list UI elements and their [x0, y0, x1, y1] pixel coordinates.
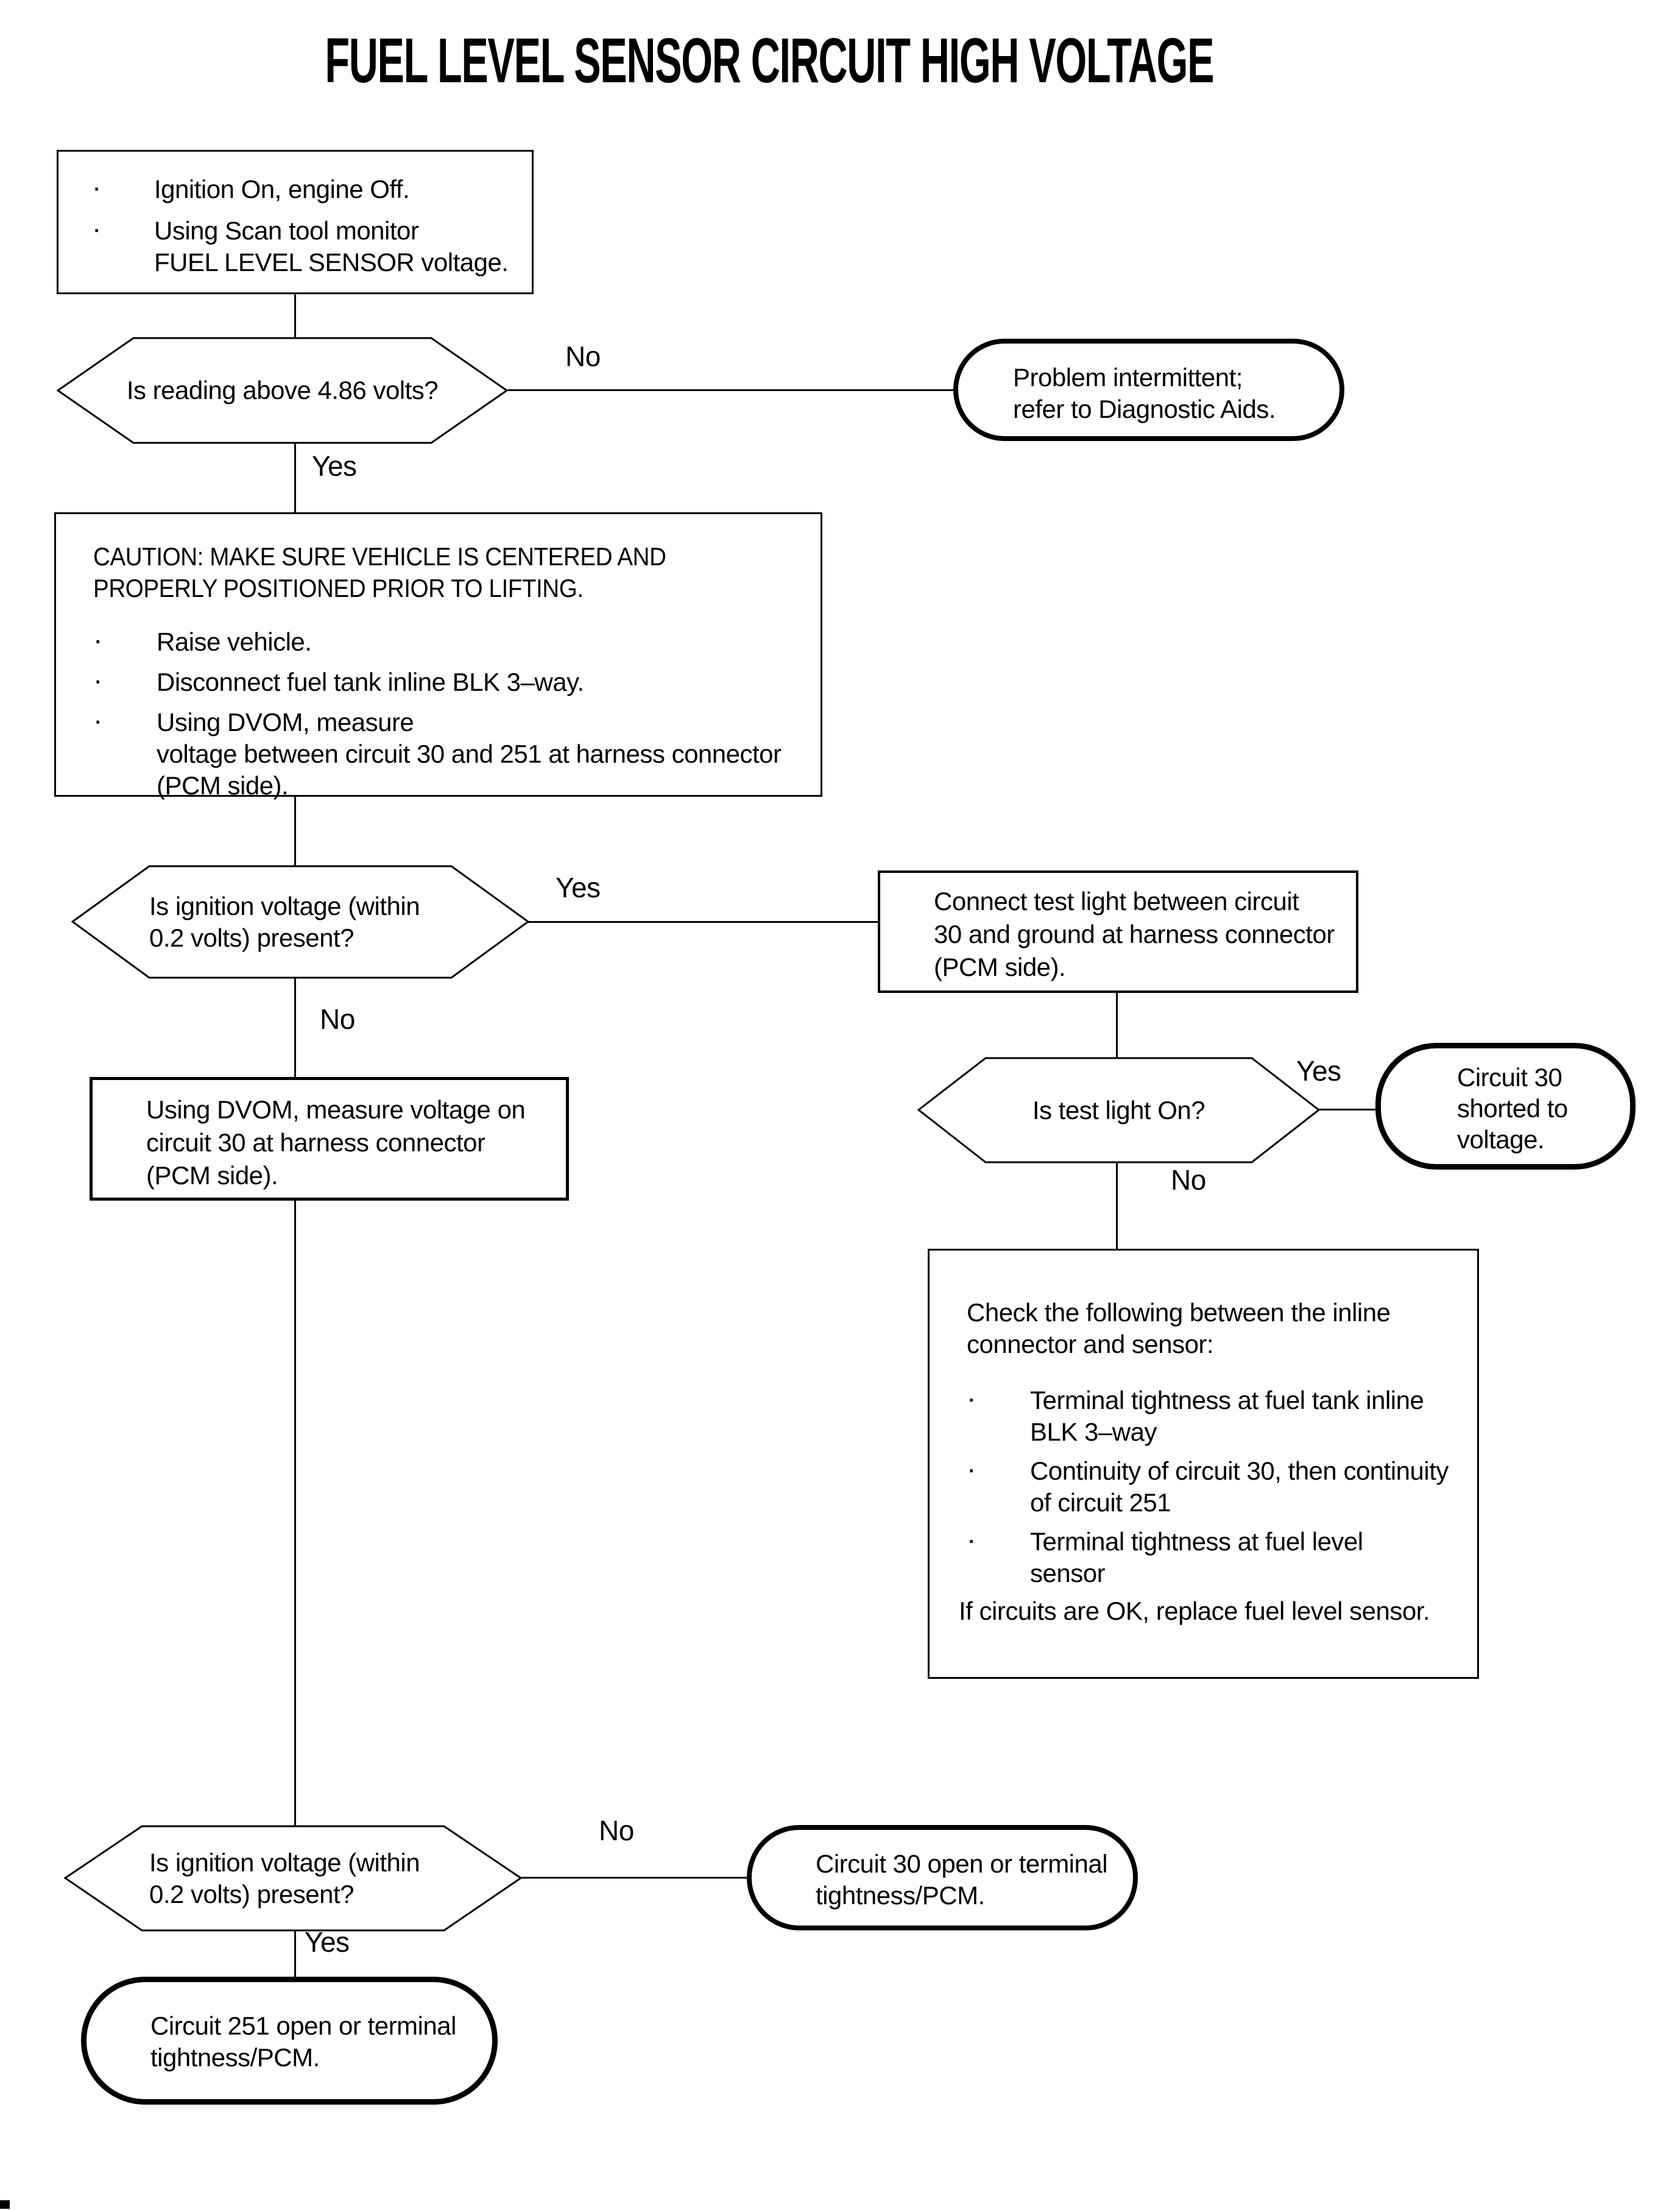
connector-line [294, 1930, 296, 1979]
decision-test-light-on: Is test light On? [917, 1057, 1320, 1163]
step-text: Terminal tightness at fuel level [1030, 1527, 1363, 1556]
list-item: · Terminal tightness at fuel level senso… [967, 1523, 1467, 1589]
edge-label-no: No [565, 341, 601, 372]
connector-line [508, 389, 953, 391]
hexagon-shape [917, 1057, 1320, 1163]
edge-label-yes: Yes [305, 1926, 350, 1958]
bullet-icon: · [92, 171, 101, 203]
connector-line [294, 1199, 296, 1827]
process-text: 30 and ground at harness connector [934, 920, 1335, 948]
bullet-icon: · [93, 624, 102, 655]
list-item: · Ignition On, engine Off. [92, 171, 520, 205]
step-text: (PCM side). [157, 771, 289, 800]
terminal-text: Circuit 251 open or terminal [150, 2011, 456, 2040]
hexagon-shape [57, 337, 508, 444]
caution-heading-line: PROPERLY POSITIONED PRIOR TO LIFTING. [93, 574, 584, 602]
page-title: FUEL LEVEL SENSOR CIRCUIT HIGH VOLTAGE [325, 26, 1215, 96]
hexagon-shape [64, 1825, 522, 1932]
list-item: · Using DVOM, measure voltage between ci… [93, 704, 808, 802]
page-title-wrap: FUEL LEVEL SENSOR CIRCUIT HIGH VOLTAGE [0, 29, 1539, 93]
process-connect-test-light: Connect test light between circuit 30 an… [878, 870, 1358, 993]
terminal-circuit30-shorted: Circuit 30 shorted to voltage. [1375, 1043, 1636, 1170]
decision-reading-above-486: Is reading above 4.86 volts? [57, 337, 508, 444]
connector-line [1318, 1109, 1377, 1110]
caution-heading: CAUTION: MAKE SURE VEHICLE IS CENTERED A… [93, 541, 808, 604]
terminal-text: shorted to [1457, 1094, 1568, 1123]
terminal-text: voltage. [1457, 1125, 1545, 1154]
list-item: · Disconnect fuel tank inline BLK 3–way. [93, 664, 808, 698]
list-item: · Using Scan tool monitor FUEL LEVEL SEN… [92, 213, 520, 278]
decision-text: Is ignition voltage (within 0.2 volts) p… [149, 891, 420, 952]
connector-line [1116, 1161, 1118, 1251]
bullet-icon: · [967, 1453, 976, 1485]
terminal-circuit251-open: Circuit 251 open or terminal tightness/P… [81, 1977, 498, 2105]
list-item: · Continuity of circuit 30, then continu… [967, 1453, 1467, 1519]
step-text: FUEL LEVEL SENSOR voltage. [154, 248, 509, 277]
caution-heading-line: CAUTION: MAKE SURE VEHICLE IS CENTERED A… [93, 542, 666, 571]
decision-text: Is ignition voltage (within 0.2 volts) p… [149, 1848, 420, 1908]
terminal-text: Circuit 30 [1457, 1063, 1562, 1092]
decision-ignition-voltage-1: Is ignition voltage (within 0.2 volts) p… [71, 865, 529, 979]
hexagon-shape [71, 865, 529, 979]
step-text: BLK 3–way [1030, 1417, 1157, 1446]
terminal-text: refer to Diagnostic Aids. [1013, 395, 1276, 423]
connector-line [294, 443, 296, 514]
bullet-icon: · [93, 664, 102, 696]
step-text: Ignition On, engine Off. [154, 175, 410, 203]
process-text: Connect test light between circuit [934, 887, 1299, 916]
edge-label-yes: Yes [1296, 1055, 1341, 1087]
step-text: of circuit 251 [1030, 1488, 1171, 1517]
connector-line [528, 921, 880, 923]
check-heading-line: connector and sensor: [967, 1330, 1214, 1358]
bullet-icon: · [967, 1382, 976, 1414]
check-heading: Check the following between the inline c… [967, 1297, 1467, 1360]
connector-line [294, 294, 296, 339]
check-footer: If circuits are OK, replace fuel level s… [959, 1597, 1430, 1625]
connector-line [521, 1877, 749, 1879]
process-measure-voltage-circuit30: Using DVOM, measure voltage on circuit 3… [90, 1077, 569, 1201]
step-text: Continuity of circuit 30, then continuit… [1030, 1456, 1449, 1485]
process-text: (PCM side). [934, 953, 1066, 981]
decision-text: Is reading above 4.86 volts? [126, 376, 439, 404]
caution-box: CAUTION: MAKE SURE VEHICLE IS CENTERED A… [54, 512, 822, 800]
edge-label-yes: Yes [312, 450, 357, 482]
process-text: circuit 30 at harness connector [146, 1128, 485, 1157]
terminal-problem-intermittent: Problem intermittent; refer to Diagnosti… [953, 339, 1344, 441]
step-text: sensor [1030, 1559, 1106, 1587]
check-heading-line: Check the following between the inline [967, 1298, 1391, 1327]
decision-ignition-voltage-2: Is ignition voltage (within 0.2 volts) p… [64, 1825, 522, 1932]
connector-line [1116, 992, 1118, 1059]
step-text: Disconnect fuel tank inline BLK 3–way. [157, 668, 584, 696]
edge-label-no: No [599, 1815, 634, 1846]
connector-line [294, 795, 296, 867]
edge-label-no: No [320, 1003, 355, 1035]
step-text: Using DVOM, measure [157, 708, 414, 736]
scan-artifact [0, 2200, 10, 2209]
process-text: Using DVOM, measure voltage on [146, 1095, 526, 1124]
bullet-icon: · [967, 1523, 976, 1555]
terminal-circuit30-open: Circuit 30 open or terminal tightness/PC… [747, 1825, 1138, 1930]
terminal-text: tightness/PCM. [816, 1881, 985, 1910]
list-item: · Terminal tightness at fuel tank inline… [967, 1382, 1467, 1448]
terminal-text: Problem intermittent; [1013, 363, 1243, 392]
process-text: (PCM side). [146, 1161, 278, 1190]
step-text: Using Scan tool monitor [154, 216, 419, 245]
list-item: · Raise vehicle. [93, 624, 808, 658]
bullet-icon: · [92, 213, 101, 244]
terminal-text: Circuit 30 open or terminal [816, 1849, 1108, 1878]
terminal-text: tightness/PCM. [150, 2043, 320, 2072]
edge-label-yes: Yes [556, 872, 601, 903]
step-text: Raise vehicle. [157, 627, 312, 656]
step-text: voltage between circuit 30 and 251 at ha… [157, 740, 782, 768]
process-check-circuits: Check the following between the inline c… [928, 1249, 1479, 1679]
decision-text: Is test light On? [1032, 1095, 1205, 1124]
start-step-box: · Ignition On, engine Off. · Using Scan … [57, 150, 534, 294]
edge-label-no: No [1171, 1164, 1206, 1196]
step-text: Terminal tightness at fuel tank inline [1030, 1386, 1424, 1414]
bullet-icon: · [93, 704, 102, 736]
connector-line [294, 977, 296, 1079]
